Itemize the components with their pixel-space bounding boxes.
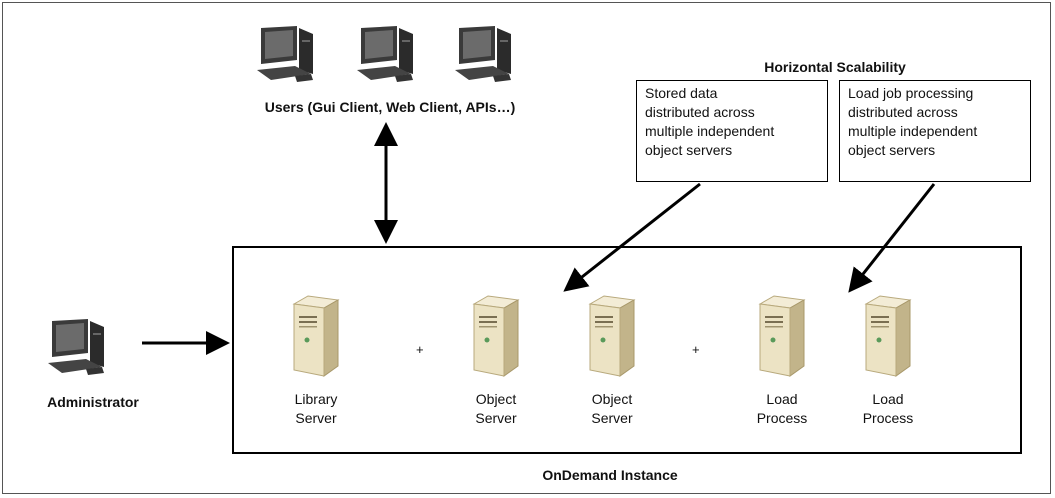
ondemand-instance-box xyxy=(232,246,1022,454)
admin-workstation-icon xyxy=(48,319,104,375)
scalability-title: Horizontal Scalability xyxy=(764,59,906,75)
note-stored-data: Stored data distributed across multiple … xyxy=(636,80,828,182)
load-process-label: Load Process xyxy=(756,391,808,426)
object-server-icon xyxy=(472,295,520,377)
user-workstation-icon xyxy=(455,26,511,82)
load-processing-arrow xyxy=(848,183,936,293)
load-process-server-icon xyxy=(864,295,912,377)
plus-sign: + xyxy=(692,342,700,357)
users-label: Users (Gui Client, Web Client, APIs…) xyxy=(264,99,516,115)
stored-data-arrow xyxy=(563,182,701,292)
object-server-label: Object Server xyxy=(591,391,633,426)
library-server-icon xyxy=(292,295,340,377)
instance-label: OnDemand Instance xyxy=(542,467,678,483)
user-workstation-icon xyxy=(357,26,413,82)
load-process-server-icon xyxy=(758,295,806,377)
load-process-label: Load Process xyxy=(862,391,914,426)
object-server-icon xyxy=(588,295,636,377)
user-workstation-icon xyxy=(257,26,313,82)
note-load-processing: Load job processing distributed across m… xyxy=(839,80,1031,182)
library-server-label: Library Server xyxy=(294,391,338,426)
plus-sign: + xyxy=(416,342,424,357)
admin-label: Administrator xyxy=(47,394,139,410)
object-server-label: Object Server xyxy=(475,391,517,426)
